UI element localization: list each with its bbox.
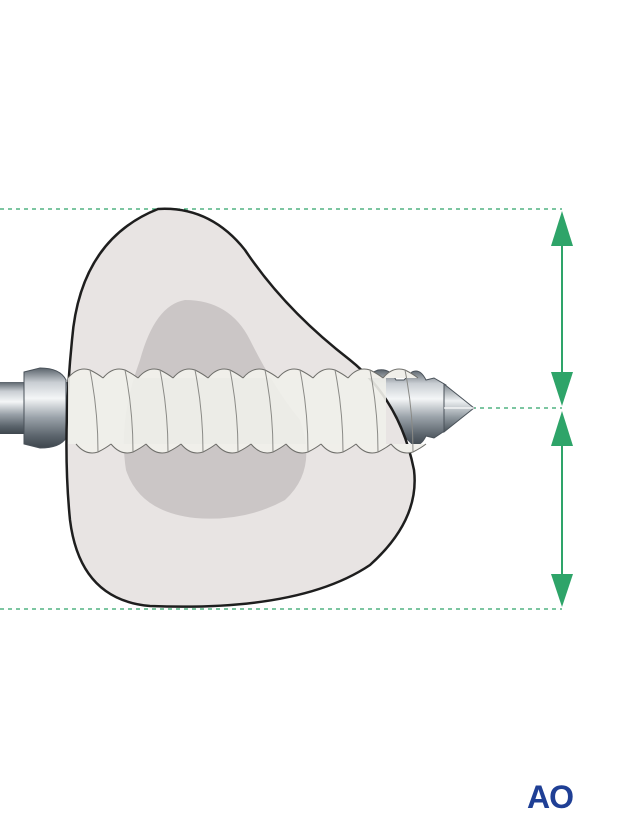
- thread-line: [264, 369, 274, 453]
- screw-threads-in-bone: [67, 368, 427, 454]
- thread-line: [89, 369, 99, 453]
- thread-line: [334, 369, 344, 453]
- triangle-up-icon: [551, 411, 573, 446]
- thread-band: [68, 378, 386, 444]
- triangle-down-icon: [551, 574, 573, 607]
- triangle-up-icon: [551, 211, 573, 246]
- triangle-down-icon: [551, 372, 573, 406]
- thread-line: [124, 369, 134, 453]
- thread-line: [229, 369, 239, 453]
- measurement-indicator: [551, 211, 573, 607]
- thread-line: [404, 369, 414, 453]
- thread-line: [369, 369, 379, 453]
- thread-line: [194, 369, 204, 453]
- thread-line: [299, 369, 309, 453]
- thread-line: [159, 369, 169, 453]
- screw-collar-left: [23, 367, 67, 449]
- ao-logo: AO: [527, 779, 573, 815]
